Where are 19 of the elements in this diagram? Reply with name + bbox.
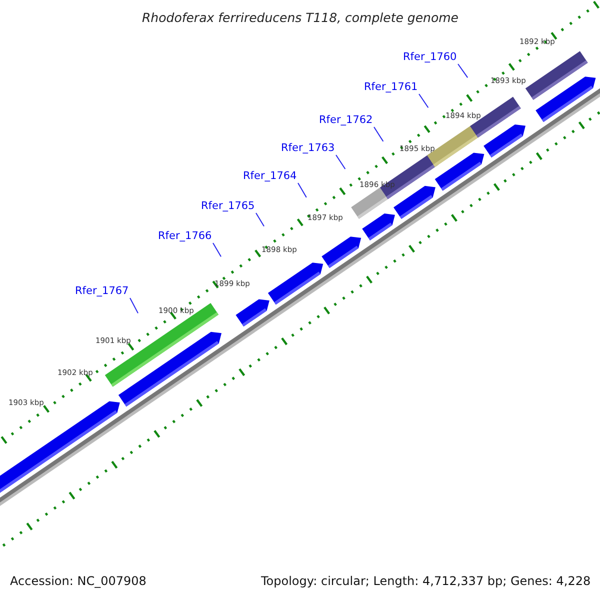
- gene-label: Rfer_1760: [403, 52, 457, 62]
- title: Rhodoferax ferrireducens T118, complete genome: [142, 12, 458, 24]
- leader-line: [212, 242, 222, 258]
- footer-text: Accession: NC_007908: [10, 575, 146, 587]
- leader-line: [130, 298, 138, 314]
- leader-line: [336, 154, 346, 170]
- gene-label: Rfer_1765: [201, 201, 255, 212]
- leader-line: [418, 94, 429, 108]
- leader-line: [458, 64, 468, 78]
- leader-line: [298, 182, 307, 198]
- gene-label: Rfer_1761: [364, 82, 418, 92]
- leader-line: [374, 126, 384, 142]
- leader-line: [256, 212, 264, 227]
- gene-label: Rfer_1762: [319, 115, 373, 126]
- gene-label: Rfer_1767: [75, 286, 129, 296]
- gene-label: Rfer_1764: [243, 171, 297, 182]
- footer-text: Topology: circular; Length: 4,712,337 bp; Genes: 4,228: [261, 575, 591, 587]
- gene-label: Rfer_1763: [281, 143, 335, 154]
- gene-label: Rfer_1766: [158, 231, 212, 242]
